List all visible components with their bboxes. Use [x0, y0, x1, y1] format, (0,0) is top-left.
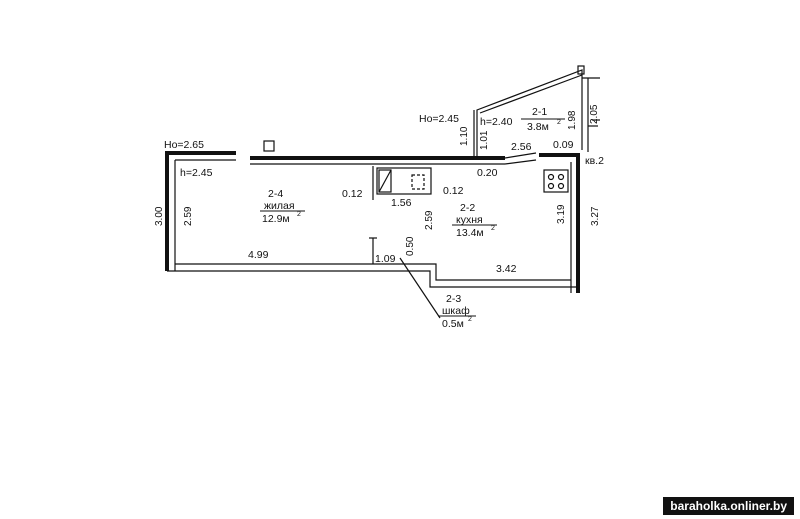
closet-leader [399, 257, 441, 319]
dim-4-99: 4.99 [248, 249, 269, 261]
stove-burner [557, 173, 565, 181]
room-2-3-name: шкаф [442, 305, 470, 317]
balcony-outline [476, 69, 583, 158]
dim-2-05: 2.05 [589, 104, 600, 124]
room-labels: 2-4 жилая 12.9м 2 2-2 кухня 13.4м 2 2-1 … [260, 106, 565, 330]
room-2-3-area-sup: 2 [468, 316, 472, 323]
room-2-2-area: 13.4м [456, 227, 484, 239]
dim-3-42: 3.42 [496, 263, 517, 275]
dim-3-19: 3.19 [556, 204, 567, 224]
wall-bottom-step [395, 263, 571, 281]
height-h-left: h=2.45 [180, 167, 213, 179]
vent-block [263, 140, 275, 152]
door-line-2 [504, 159, 537, 165]
apartment-label: кв.2 [585, 155, 604, 167]
room-2-4-name: жилая [264, 200, 295, 212]
room-2-1-area: 3.8м [527, 121, 549, 133]
dim-2-56: 2.56 [511, 141, 532, 153]
stove-burner [547, 173, 555, 181]
wall-top-right [539, 153, 580, 293]
duct-inner [378, 169, 392, 193]
dim-0-50: 0.50 [405, 236, 416, 256]
height-h-balcony: h=2.40 [480, 116, 513, 128]
dimensions-horizontal: 4.99 3.42 1.09 1.56 0.12 0.12 0.20 2.56 … [248, 139, 604, 275]
room-2-1-id: 2-1 [532, 106, 547, 118]
room-2-2-name: кухня [456, 214, 483, 226]
dimensions-vertical: 3.00 2.59 2.59 0.50 3.19 3.27 1.10 1.01 … [154, 104, 601, 256]
dim-1-98: 1.98 [567, 110, 578, 130]
dim-1-56: 1.56 [391, 197, 412, 209]
stove [543, 169, 569, 193]
room-2-1-area-sup: 2 [557, 119, 561, 126]
walls [165, 65, 600, 293]
dim-0-20: 0.20 [477, 167, 498, 179]
room-2-3-area: 0.5м [442, 318, 464, 330]
height-h0-balcony: Hо=2.45 [419, 113, 459, 125]
dim-3-00: 3.00 [154, 206, 165, 226]
wall-left [165, 151, 236, 271]
balcony-post [577, 65, 585, 75]
room-2-3-id: 2-3 [446, 293, 461, 305]
fixtures [376, 119, 600, 319]
duct-box [376, 167, 432, 195]
room-2-2-id: 2-2 [460, 202, 475, 214]
duct-diagonal [378, 169, 392, 193]
dim-0-12b: 0.12 [443, 185, 464, 197]
door-line [504, 152, 537, 159]
room-2-4-area-sup: 2 [297, 211, 301, 218]
watermark: baraholka.onliner.by [663, 497, 794, 515]
height-h0-left: Hо=2.65 [164, 139, 204, 151]
room-2-2-area-sup: 2 [491, 225, 495, 232]
dim-1-01: 1.01 [479, 130, 490, 150]
dim-3-27: 3.27 [590, 206, 601, 226]
room-2-4-area: 12.9м [262, 213, 290, 225]
height-labels: Hо=2.65 h=2.45 Hо=2.45 h=2.40 [164, 113, 513, 179]
dim-2-59b: 2.59 [424, 210, 435, 230]
dim-0-12a: 0.12 [342, 188, 363, 200]
stove-burner [547, 182, 555, 190]
stove-burner [557, 182, 565, 190]
room-2-4-id: 2-4 [268, 188, 283, 200]
dim-1-10: 1.10 [459, 126, 470, 146]
dim-2-59a: 2.59 [183, 206, 194, 226]
balcony-rail [479, 74, 583, 114]
duct-dashed [411, 174, 425, 190]
dim-1-09: 1.09 [375, 253, 396, 265]
dim-0-09: 0.09 [553, 139, 574, 151]
wall-bottom-step-outer [395, 270, 578, 288]
